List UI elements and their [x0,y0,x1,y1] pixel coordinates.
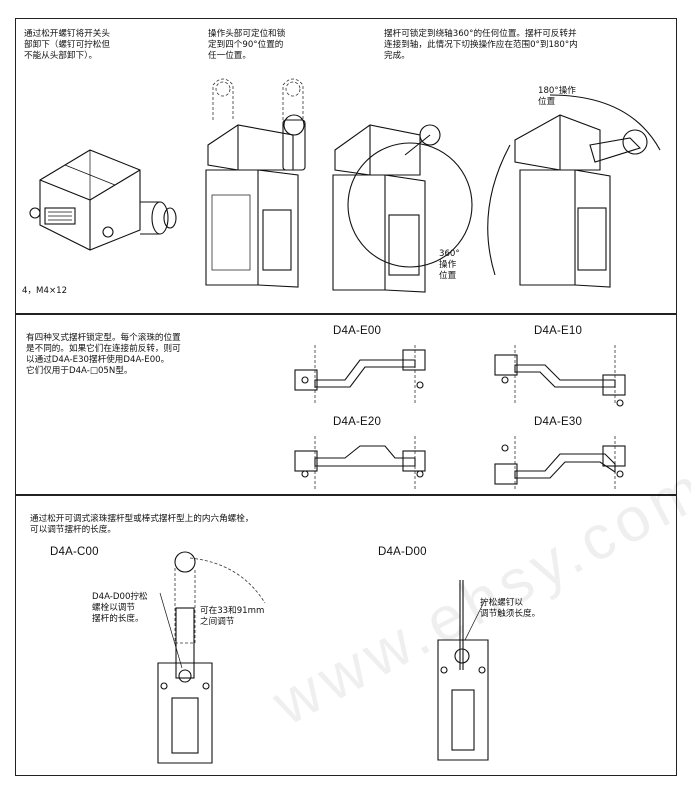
fork-lever-e30 [494,436,626,491]
model-e20-label: D4A-E20 [333,416,382,428]
lever-360-illustration [332,124,473,293]
mounting-screw-label: 4，M4×12 [22,286,68,296]
rotation-360-label: 360° 操作 位置 [439,249,460,281]
lever-180-illustration [487,94,661,288]
model-e00-label: D4A-E00 [333,325,382,337]
head-removal-note: 通过松开螺钉将开关头 部卸下（螺钉可拧松但 不能从头部卸下）。 [24,29,110,61]
head-position-note: 操作头部可定位和锁 定到四个90°位置的 任一位置。 [208,29,286,61]
adjustable-roller-lever-switch [157,551,266,764]
head-positions-illustration [205,78,306,288]
rod-lever-switch [437,580,489,761]
switch-head-illustration [29,149,177,251]
fork-lever-e10 [494,345,626,407]
model-e10-label: D4A-E10 [534,325,583,337]
model-d00-label: D4A-D00 [378,546,427,558]
range-callout: 可在33和91mm 之间调节 [200,606,265,627]
lever-lock-note: 摆杆可锁定到绕轴360°的任何位置。摆杆可反转并 连接到轴，此情况下切换操作应在… [384,29,578,61]
lever-length-note: 通过松开可调式滚珠摆杆型或棒式摆杆型上的内六角螺栓， 可以调节摆杆的长度。 [30,514,254,535]
model-c00-label: D4A-C00 [50,546,99,558]
screw-callout: 拧松螺钉以 调节触须长度。 [480,598,541,619]
rotation-180-label: 180°操作 位置 [538,86,576,107]
fork-lever-e00 [294,345,426,405]
head-removal-panel [15,18,677,314]
fork-lever-e20 [294,436,426,491]
fork-lever-panel [15,314,677,495]
model-e30-label: D4A-E30 [534,416,583,428]
fork-lever-note: 有四种叉式摆杆锁定型。每个滚珠的位置 是不同的。如果它们在连接前反转，则可 以通… [26,333,181,376]
bolt-callout: D4A-D00拧松 螺栓以调节 摆杆的长度。 [92,592,148,624]
lever-length-panel [15,495,677,776]
